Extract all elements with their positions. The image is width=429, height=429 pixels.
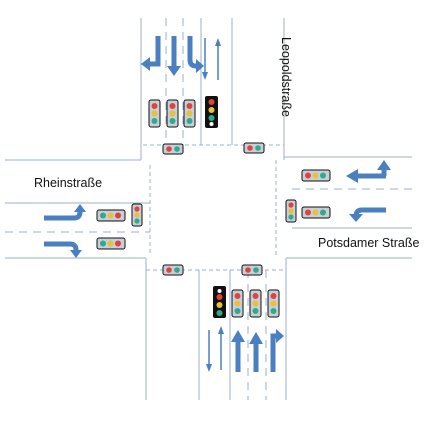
- south-crosswalk-signal-1: [162, 264, 184, 276]
- signal-green-light: [320, 209, 326, 216]
- south-straight-arrow: [231, 330, 245, 372]
- north-crosswalk-signal-2: [243, 142, 265, 154]
- north-crosswalk-signal-1: [162, 143, 184, 155]
- south-signal-2: [249, 289, 262, 318]
- signal-yellow-light: [234, 300, 241, 307]
- signal-yellow-light: [208, 107, 215, 113]
- signal-yellow-light: [312, 172, 319, 179]
- signal-green-light: [253, 267, 259, 273]
- east-stopline-signal: [285, 199, 297, 223]
- signal-yellow-light: [270, 300, 277, 307]
- north-cycle-signal: [205, 96, 218, 128]
- north-straight-right-arrow: [187, 36, 204, 73]
- west-left-turn-arrow: [44, 204, 86, 221]
- east-signal-1: [301, 169, 331, 182]
- pedestrian-signals: [162, 142, 265, 276]
- north-signal-3: [183, 99, 196, 128]
- south-cycle-down-arrow: [206, 330, 212, 372]
- south-cycle-up-arrow: [218, 326, 224, 370]
- lane-arrows: [44, 36, 391, 372]
- signal-green-light: [208, 115, 215, 121]
- east-signal-2: [301, 206, 331, 219]
- signal-red-light: [234, 293, 241, 299]
- signal-green-light: [134, 218, 140, 224]
- signal-yellow-light: [151, 110, 158, 117]
- north-signal-1: [148, 99, 161, 128]
- signal-yellow-light: [169, 110, 176, 117]
- south-signal-3: [267, 289, 280, 318]
- south-crosswalk-signal-2: [241, 264, 263, 276]
- signal-yellow-light: [312, 209, 319, 216]
- south-signal-1: [231, 289, 244, 318]
- signal-yellow-light: [288, 208, 294, 214]
- signal-green-light: [270, 308, 277, 314]
- south-right-turn-arrow: [270, 329, 284, 372]
- lane-markings: [5, 18, 412, 400]
- east-right-turn-arrow: [346, 160, 391, 183]
- signal-yellow-light: [107, 240, 114, 247]
- signal-red-light: [169, 103, 176, 109]
- signal-red-light: [134, 206, 140, 212]
- west-stopline-signal: [131, 203, 143, 227]
- signal-yellow-light: [252, 300, 259, 307]
- north-cycle-up-arrow: [215, 38, 221, 80]
- signal-red-light: [270, 293, 277, 299]
- signal-green-light: [174, 146, 180, 152]
- signal-green-light: [186, 118, 193, 124]
- north-cycle-down-arrow: [202, 38, 208, 80]
- signal-green-light: [169, 118, 176, 124]
- street-label-north: Leopoldstraße: [278, 37, 293, 117]
- signal-red-light: [166, 146, 172, 152]
- signal-red-light: [115, 240, 121, 247]
- signal-red-light: [288, 202, 294, 208]
- signal-green-light: [100, 240, 106, 247]
- north-left-turn-arrow: [141, 36, 161, 71]
- signal-red-light: [252, 293, 259, 299]
- signal-yellow-light: [134, 212, 140, 218]
- road-edges: [5, 18, 412, 400]
- north-signal-2: [166, 99, 179, 128]
- signal-red-light: [208, 99, 215, 105]
- signal-green-light: [174, 267, 180, 273]
- signal-red-light: [151, 103, 158, 109]
- signal-green-light: [100, 212, 106, 219]
- north-straight-arrow: [167, 36, 181, 76]
- signal-red-light: [166, 267, 172, 273]
- west-signal-1: [96, 209, 126, 222]
- street-label-east: Potsdamer Straße: [318, 236, 420, 250]
- south-straight-arrow-2: [249, 332, 263, 372]
- signal-green-light: [151, 118, 158, 124]
- signal-yellow-light: [107, 212, 114, 219]
- signal-green-light: [255, 145, 261, 151]
- vehicle-signals: [96, 96, 331, 318]
- west-right-turn-arrow: [44, 241, 82, 258]
- east-left-turn-arrow: [349, 207, 386, 222]
- signal-red-light: [305, 172, 311, 179]
- crosswalk-lines: [143, 144, 286, 271]
- signal-green-light: [252, 308, 259, 314]
- west-signal-2: [96, 237, 126, 250]
- signal-green-light: [234, 308, 241, 314]
- street-label-west: Rheinstraße: [34, 176, 103, 190]
- signal-red-light: [115, 212, 121, 219]
- signal-red-light: [186, 103, 193, 109]
- signal-yellow-light: [216, 302, 223, 308]
- signal-red-light: [305, 209, 311, 216]
- signal-red-light: [216, 294, 223, 300]
- signal-green-light: [320, 172, 326, 179]
- signal-yellow-light: [186, 110, 193, 117]
- signal-red-light: [245, 267, 251, 273]
- south-cycle-signal: [213, 286, 226, 318]
- signal-red-light: [247, 145, 253, 151]
- signal-green-light: [216, 310, 223, 316]
- signal-green-light: [288, 214, 294, 220]
